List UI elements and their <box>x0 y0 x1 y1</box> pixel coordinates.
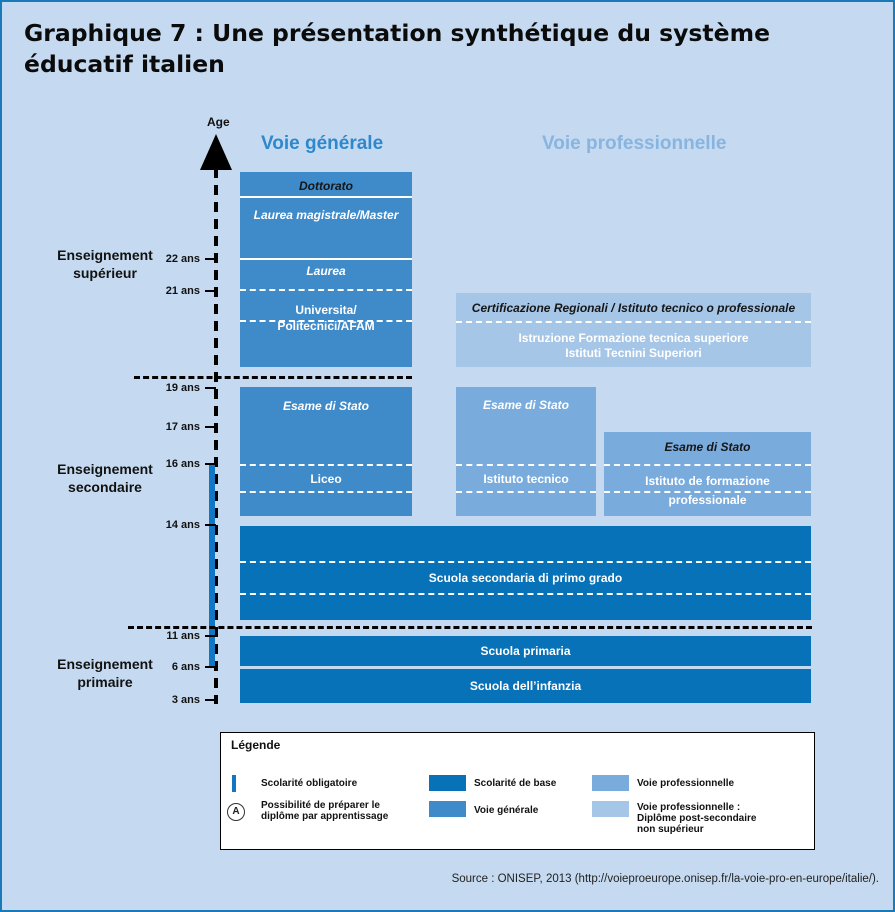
age-label-22: 22 ans <box>165 253 200 265</box>
separator-secondaire-primaire <box>128 626 812 629</box>
label-dottorato: Dottorato <box>299 179 353 193</box>
divider-secondaria-top <box>240 561 811 563</box>
age-axis-arrow <box>200 134 232 704</box>
section-enseignement-secondaire: Enseignement secondaire <box>57 461 153 495</box>
legend-swatch-base <box>429 775 466 791</box>
box-istituto-tecnico: Esame di Stato Istituto tecnico <box>456 387 596 516</box>
section-enseignement-primaire: Enseignement primaire <box>57 656 153 690</box>
box-scuola-primaria: Scuola primaria <box>240 636 811 666</box>
separator-superieur-secondaire <box>134 376 412 379</box>
source-note: Source : ONISEP, 2013 (http://voieproeur… <box>451 873 879 885</box>
age-label-19: 19 ans <box>165 382 200 394</box>
divider-formazione-bottom <box>604 491 811 493</box>
label-certificazione-regionali: Certificazione Regionali / Istituto tecn… <box>471 301 796 315</box>
legend-swatch-professionnelle <box>592 775 629 791</box>
divider-laurea-magistrale <box>240 258 412 260</box>
label-istituto-formazione: Istituto de formazione professionale <box>645 474 770 507</box>
label-liceo: Liceo <box>310 472 342 486</box>
legend-swatch-obligatoire <box>232 775 236 792</box>
box-universite: Dottorato Laurea magistrale/Master Laure… <box>240 172 412 367</box>
divider-secondaria-bottom <box>240 593 811 595</box>
divider-laurea-dashed <box>240 289 412 291</box>
divider-liceo-top <box>240 464 412 466</box>
label-scuola-primaria: Scuola primaria <box>480 644 571 658</box>
label-scuola-secondaria: Scuola secondaria di primo grado <box>428 571 623 585</box>
label-istruzione-formazione: Istruzione Formazione tecnica superiore … <box>518 331 749 360</box>
box-istituto-formazione: Esame di Stato Istituto de formazione pr… <box>604 432 811 516</box>
header-voie-generale: Voie générale <box>261 133 384 154</box>
label-laurea-magistrale: Laurea magistrale/Master <box>253 208 399 222</box>
age-label-6: 6 ans <box>171 661 200 673</box>
age-tick-17 <box>205 426 216 428</box>
legend-swatch-post-secondaire <box>592 801 629 817</box>
divider-tecnico-bottom <box>456 491 596 493</box>
label-laurea: Laurea <box>306 264 346 278</box>
age-label-16: 16 ans <box>165 458 200 470</box>
figure-title: Graphique 7 : Une présentation synthétiq… <box>24 19 771 78</box>
header-voie-professionnelle: Voie professionnelle <box>542 133 727 154</box>
label-universita: Universita/ Politecnici/AFAM <box>277 303 375 333</box>
divider-dottorato <box>240 196 412 198</box>
age-tick-16 <box>205 463 216 465</box>
legend-apprentissage-symbol: A <box>227 803 245 821</box>
age-label-3: 3 ans <box>171 694 200 706</box>
divider-universita-dashed <box>240 320 412 322</box>
age-tick-14 <box>205 524 216 526</box>
divider-tecnico-top <box>456 464 596 466</box>
label-esame-formazione: Esame di Stato <box>664 440 751 454</box>
divider-certificazione-dashed <box>456 321 811 323</box>
age-label-17: 17 ans <box>165 421 200 433</box>
legend-label-obligatoire: Scolarité obligatoire <box>261 778 358 789</box>
legend-label-post-secondaire: Voie professionnelle : Diplôme post-seco… <box>637 802 757 835</box>
box-scuola-infanzia: Scuola dell’infanzia <box>240 669 811 703</box>
legend-label-base: Scolarité de base <box>474 778 557 789</box>
legend-label-professionnelle: Voie professionnelle <box>637 778 735 789</box>
legend-label-apprentissage: Possibilité de préparer le diplôme par a… <box>261 800 389 822</box>
label-scuola-infanzia: Scuola dell’infanzia <box>469 679 582 693</box>
age-tick-6 <box>205 666 216 668</box>
label-istituto-tecnico: Istituto tecnico <box>483 472 569 486</box>
age-label-21: 21 ans <box>165 285 200 297</box>
box-liceo: Esame di Stato Liceo <box>240 387 412 516</box>
label-esame-tecnico: Esame di Stato <box>482 398 570 412</box>
age-label-14: 14 ans <box>165 519 200 531</box>
age-tick-11 <box>205 635 216 637</box>
legend-title: Légende <box>231 738 281 752</box>
box-formation-tecnica-superiore: Certificazione Regionali / Istituto tecn… <box>456 293 811 367</box>
box-scuola-secondaria-primo-grado: Scuola secondaria di primo grado <box>240 526 811 620</box>
age-label-11: 11 ans <box>166 630 200 642</box>
legend-label-generale: Voie générale <box>474 805 539 816</box>
compulsory-schooling-bar <box>209 465 215 667</box>
label-esame-liceo: Esame di Stato <box>282 399 370 413</box>
section-enseignement-superieur: Enseignement supérieur <box>57 247 153 281</box>
divider-formazione-top <box>604 464 811 466</box>
age-axis-label: Age <box>207 115 230 129</box>
divider-liceo-bottom <box>240 491 412 493</box>
legend: Légende Scolarité obligatoire A Possibil… <box>220 732 815 850</box>
age-tick-22 <box>205 258 216 260</box>
age-tick-19 <box>205 387 216 389</box>
legend-swatch-generale <box>429 801 466 817</box>
age-tick-21 <box>205 290 216 292</box>
age-tick-3 <box>205 699 216 701</box>
